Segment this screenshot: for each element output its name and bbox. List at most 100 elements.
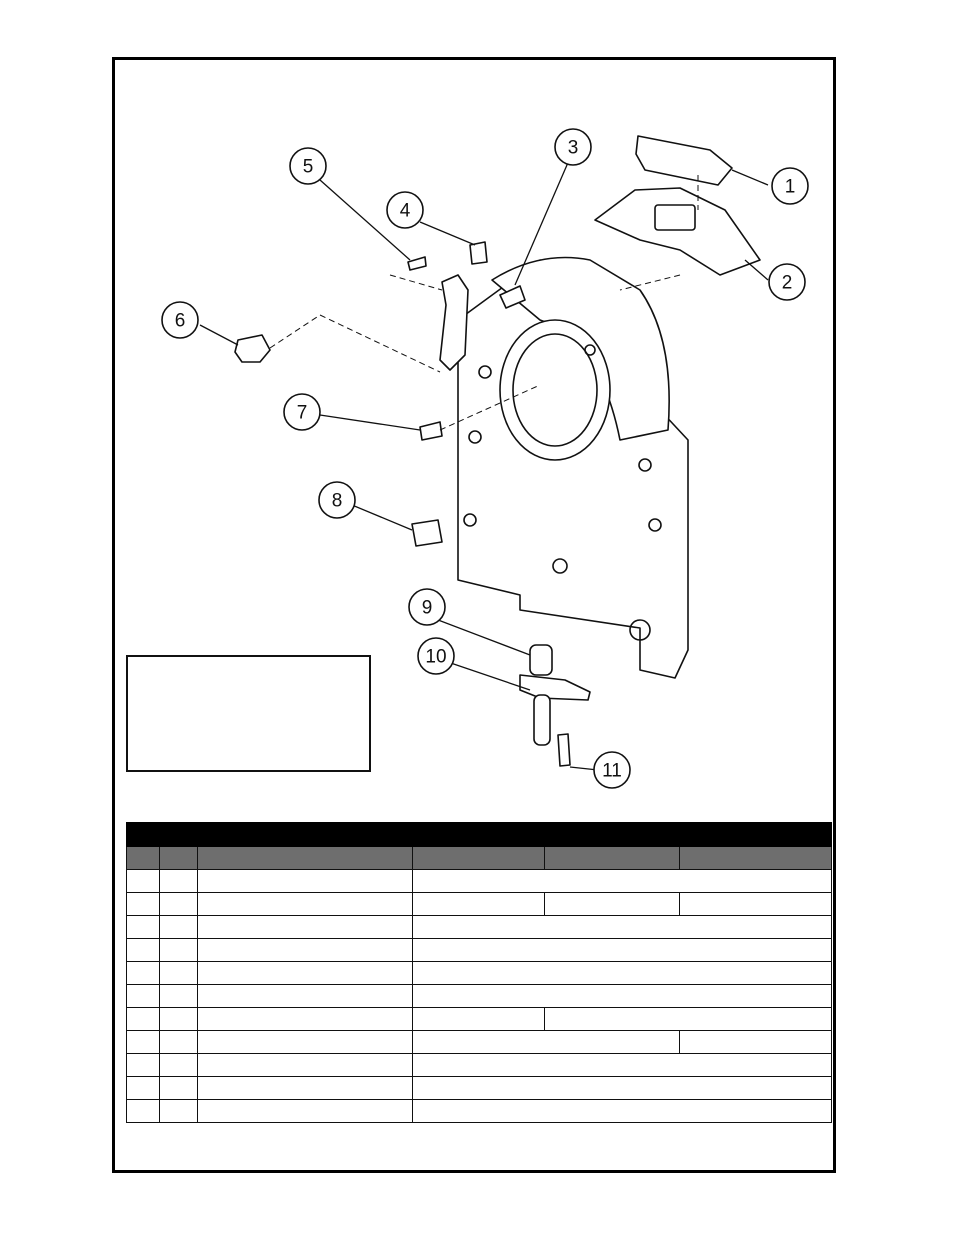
table-cell [197,1007,413,1031]
callout-4-circle [386,191,424,229]
pin-part-10 [533,694,551,746]
table-cell [412,1030,680,1054]
table-cell [197,1099,413,1123]
parts-table [125,822,833,1123]
callout-11-circle [593,751,631,789]
table-cell [411,938,833,962]
spring-part-8 [411,519,443,547]
table-cell [411,1099,833,1123]
table-row [126,892,833,916]
callout-5: 5 [303,157,314,178]
table-header-row [126,846,833,870]
table-cell [159,1030,198,1054]
callout-2-circle [768,263,806,301]
table-cell [159,869,198,893]
callout-5-circle [289,147,327,185]
table-row [126,1007,833,1031]
note-box [126,655,371,772]
col-header [126,846,160,870]
callout-9-circle [408,588,446,626]
page-frame [112,57,836,1173]
clamp-arm [439,274,469,371]
pad-part-1 [635,135,733,186]
col-header [159,846,198,870]
table-row [126,869,833,893]
col-header [412,846,545,870]
table-cell [543,1007,833,1031]
screw-part-4 [469,241,488,265]
table-cell [197,1030,413,1054]
table-cell [544,892,680,916]
cap-part-6 [234,334,271,363]
table-row [126,915,833,939]
screw-part-5 [407,256,427,271]
table-cell [197,869,413,893]
table-row [126,1099,833,1123]
table-cell [159,892,198,916]
table-cell [126,1099,160,1123]
callout-6: 6 [175,311,186,332]
table-title [125,822,833,847]
exploded-parts-diagram: 1 2 3 4 5 6 7 8 9 10 11 [161,128,809,789]
table-row [126,984,833,1008]
table-cell [126,1053,160,1077]
table-cell [678,892,833,916]
table-row [126,1030,833,1054]
table-cell [126,1030,160,1054]
col-header [197,846,413,870]
table-cell [197,938,413,962]
table-cell [159,915,198,939]
callout-1: 1 [785,177,796,198]
callout-7-circle [283,393,321,431]
callout-4: 4 [400,201,411,222]
table-cell [126,1007,160,1031]
plate-part-2 [594,187,761,276]
table-cell [412,1007,545,1031]
table-cell [411,869,833,893]
table-cell [411,961,833,985]
table-title-row [125,822,833,847]
table-cell [197,892,413,916]
callout-6-circle [161,301,199,339]
screw-part-11 [557,733,571,767]
table-cell [197,984,413,1008]
table-cell [411,1053,833,1077]
table-cell [197,915,413,939]
table-cell [126,1076,160,1100]
table-cell [159,1099,198,1123]
callout-7: 7 [297,403,308,424]
table-row [126,938,833,962]
table-row [126,1076,833,1100]
callout-11: 11 [602,761,622,782]
table-cell [411,1076,833,1100]
table-cell [197,1076,413,1100]
screw-part-3 [499,285,526,309]
table-cell [159,1007,198,1031]
callout-3: 3 [568,138,579,159]
table-cell [159,1076,198,1100]
bracket-part-10 [519,674,591,701]
callout-1-circle [771,167,809,205]
callout-8-circle [318,481,356,519]
spring-part-9 [529,644,553,676]
table-cell [126,869,160,893]
table-row [126,1053,833,1077]
callout-3-circle [554,128,592,166]
callout-10: 10 [425,647,446,668]
table-cell [197,1053,413,1077]
table-cell [159,1053,198,1077]
table-cell [126,938,160,962]
table-cell [159,938,198,962]
table-cell [411,984,833,1008]
table-cell [126,984,160,1008]
col-header [544,846,680,870]
table-cell [159,984,198,1008]
table-cell [126,961,160,985]
table-cell [197,961,413,985]
screw-part-7 [419,421,443,441]
callout-2: 2 [782,273,793,294]
table-cell [126,915,160,939]
table-cell [411,915,833,939]
callout-8: 8 [332,491,343,512]
callout-10-circle [417,637,455,675]
